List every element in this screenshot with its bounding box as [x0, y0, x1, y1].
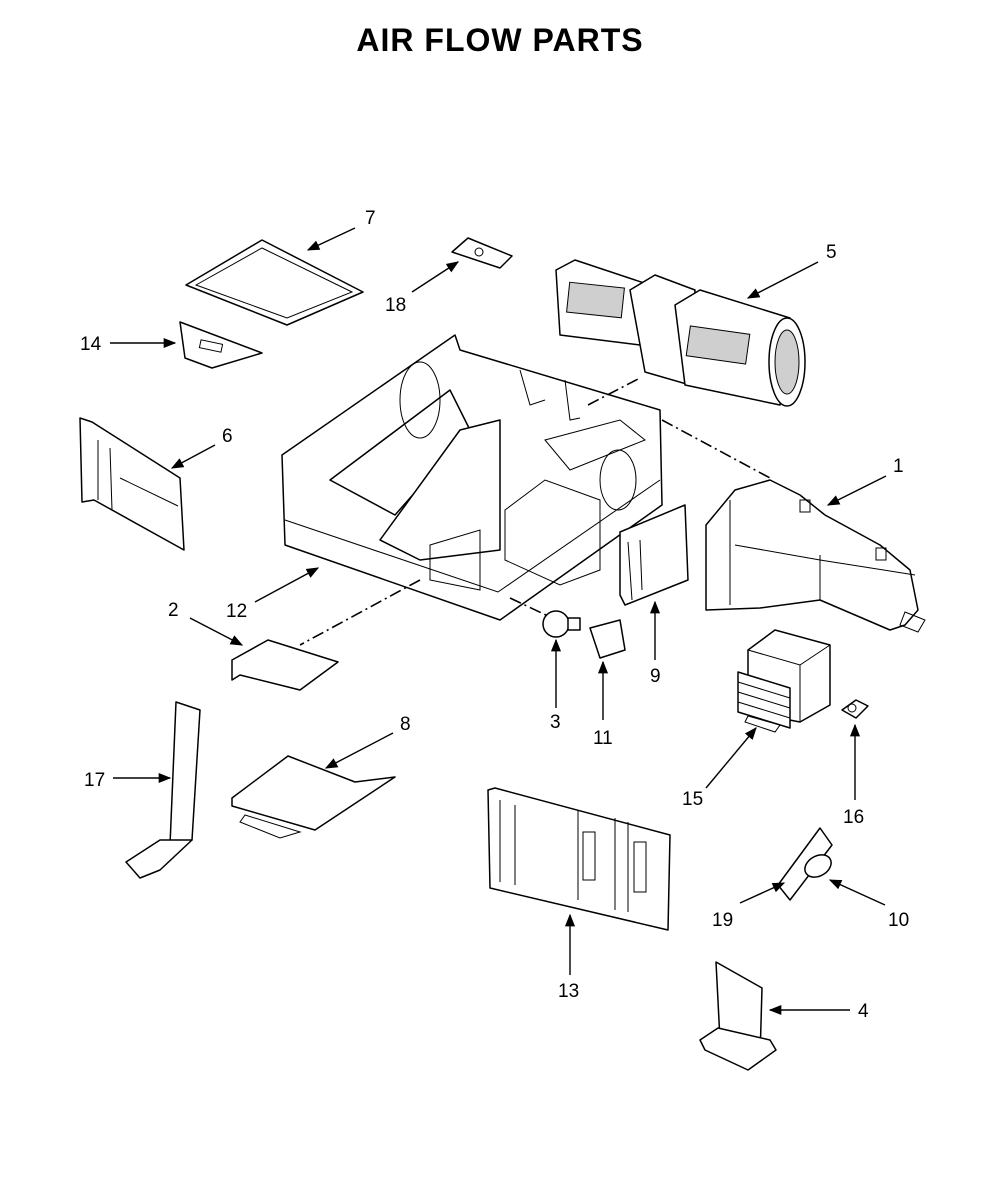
- part-9-bracket-plate: [619, 504, 689, 606]
- page-title: AIR FLOW PARTS: [356, 22, 644, 58]
- part-5-blower-motor: [555, 259, 806, 407]
- callout-4: 4: [858, 1001, 869, 1022]
- callout-19: 19: [712, 910, 733, 931]
- callout-10: 10: [888, 910, 909, 931]
- callout-6: 6: [222, 426, 233, 447]
- callout-5: 5: [826, 242, 837, 263]
- part-16-thermal-cutout: [841, 699, 869, 719]
- assembly-lines: [299, 377, 771, 646]
- callout-13: 13: [558, 981, 579, 1002]
- part-8-base-plate: [231, 755, 396, 839]
- part-13-rear-panel: [487, 787, 671, 931]
- callout-12: 12: [226, 601, 247, 622]
- callout-2: 2: [168, 600, 179, 621]
- callout-16: 16: [843, 807, 864, 828]
- part-18-label-plate: [451, 237, 513, 269]
- part-15-transformer: [737, 629, 831, 733]
- part-3-lamp-bulb: [542, 610, 581, 638]
- part-4-grille-piece: [699, 961, 777, 1071]
- part-11-lamp-socket: [589, 619, 626, 659]
- callout-17: 17: [84, 770, 105, 791]
- callout-7: 7: [365, 208, 376, 229]
- callout-14: 14: [80, 334, 102, 355]
- part-6-side-panel: [79, 417, 185, 551]
- part-2-cover-plate: [231, 639, 339, 691]
- part-1-air-duct: [705, 479, 926, 633]
- callout-15: 15: [682, 789, 703, 810]
- part-7-filter-frame: [185, 239, 364, 326]
- callout-leaders: [110, 227, 887, 1016]
- callout-1: 1: [893, 456, 904, 477]
- part-19-damper-bracket: [777, 827, 833, 901]
- callout-3: 3: [550, 712, 561, 733]
- callout-11: 11: [593, 728, 613, 749]
- part-14-vent-plate: [179, 321, 263, 369]
- callout-18: 18: [385, 295, 406, 316]
- callout-numbers: 1 2 3 4 5 6 7 8 9 10 11 12 13 14 15 16 1…: [80, 208, 909, 1022]
- part-10-damper-knob: [804, 854, 832, 878]
- part-17-vertical-bracket: [125, 701, 201, 879]
- callout-8: 8: [400, 714, 411, 735]
- callout-9: 9: [650, 666, 661, 687]
- part-12-main-housing: [281, 334, 663, 621]
